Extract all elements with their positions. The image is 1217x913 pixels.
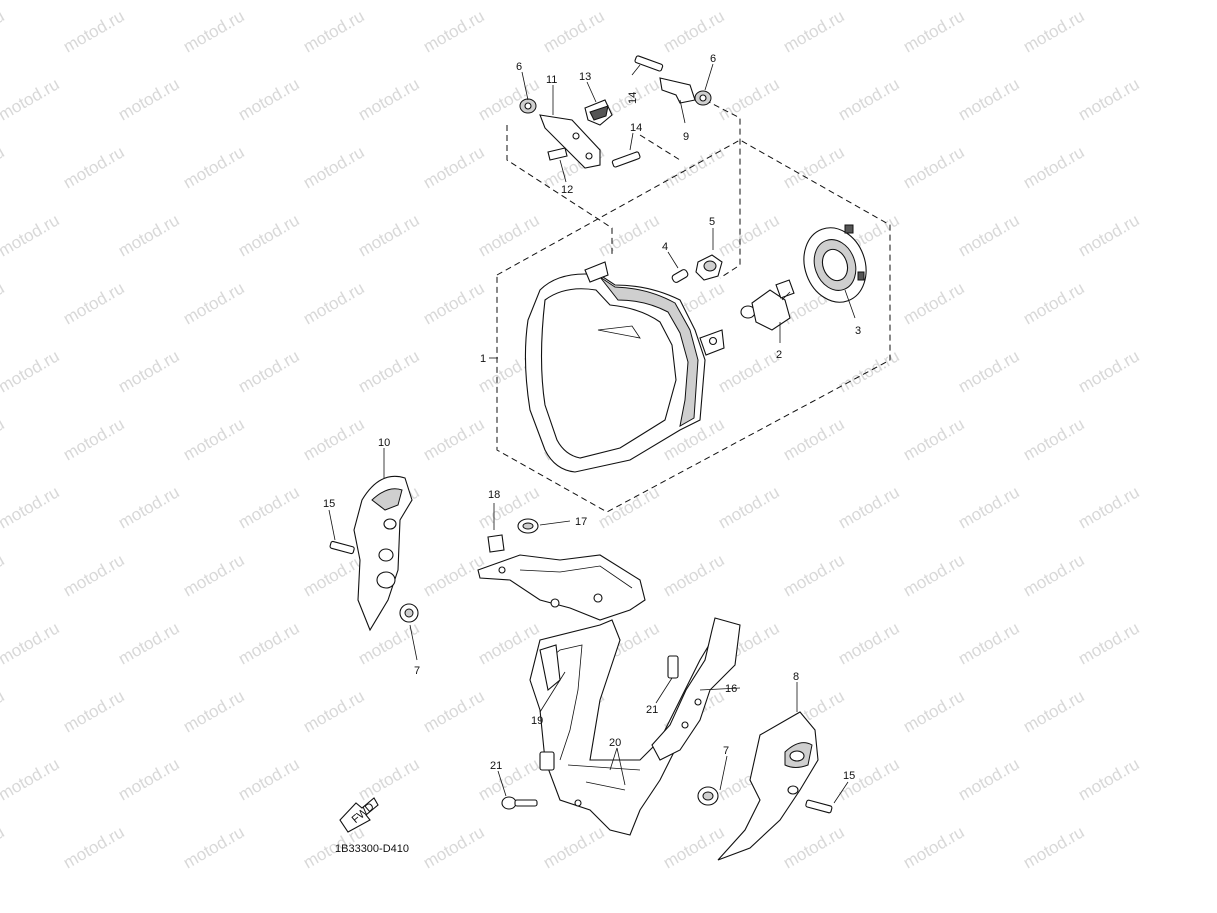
right-stay [651,617,741,761]
callout-1: 1 [480,353,486,365]
callout-10: 10 [378,437,390,449]
bulb-cover [803,224,867,303]
callout-6-left: 6 [516,61,522,73]
callout-4: 4 [662,241,668,253]
position-lamp-bulb [671,254,723,283]
callout-13: 13 [579,71,591,83]
assembly-boundary [496,139,891,513]
callout-2: 2 [776,349,782,361]
callout-3: 3 [855,325,861,337]
right-side-cover [697,711,833,861]
bolt-21-lower [501,796,538,810]
callout-21-right: 21 [646,704,658,716]
callout-14-upper: 14 [627,92,639,104]
callout-19: 19 [531,715,543,727]
leader-lines [328,63,856,804]
callout-6-right: 6 [710,53,716,65]
callout-8: 8 [793,671,799,683]
headlight-unit [524,261,725,473]
callout-7-right: 7 [723,745,729,757]
lower-stay-frame [529,619,726,836]
bracket-link-right [704,99,741,279]
callout-5: 5 [709,216,715,228]
left-side-cover [329,475,419,632]
callout-12: 12 [561,184,573,196]
callout-15-left: 15 [323,498,335,510]
callout-21-lower: 21 [490,760,502,772]
callout-17: 17 [575,516,587,528]
callout-9: 9 [683,131,689,143]
callout-18: 18 [488,489,500,501]
headlight-bulb [740,279,795,331]
upper-brackets [519,55,712,169]
callout-7-left: 7 [414,665,420,677]
callout-labels: 1 2 3 4 5 6 6 7 7 8 9 10 11 12 13 14 14 … [323,53,861,782]
callout-16: 16 [725,683,737,695]
callout-14-lower: 14 [630,122,642,134]
fwd-arrow-icon: FWD [339,797,379,833]
callout-11: 11 [546,74,557,86]
headlight-stay [477,518,646,621]
drawing-code: 1B33300-D410 [335,843,410,855]
callout-15-right: 15 [843,770,855,782]
bracket-link-left [506,125,613,255]
callout-20: 20 [609,737,621,749]
